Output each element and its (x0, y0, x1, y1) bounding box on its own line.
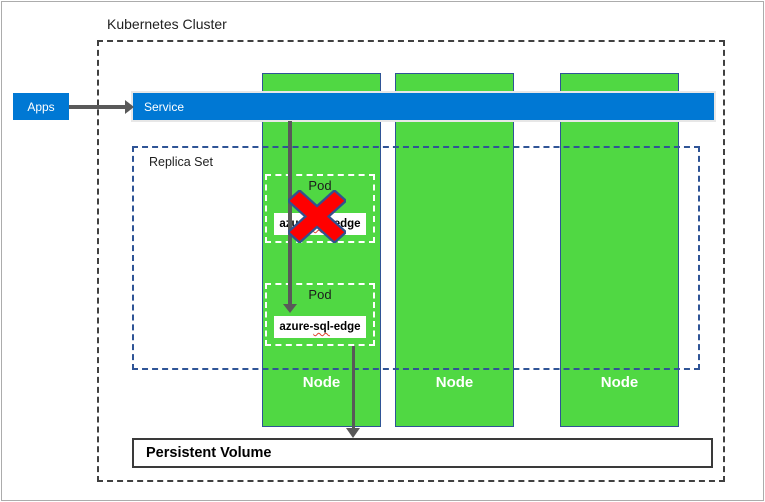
persistent-volume-box: Persistent Volume (132, 438, 713, 468)
persistent-volume-label: Persistent Volume (146, 445, 272, 461)
service-label: Service (144, 99, 185, 114)
arrow-head-down-icon (283, 304, 297, 313)
failed-pod-x-icon (288, 190, 346, 243)
kubernetes-cluster-boundary (97, 40, 725, 482)
container-name-part: azure- (279, 321, 314, 333)
apps-to-service-arrow (69, 100, 134, 114)
node-1-label: Node (302, 374, 341, 391)
arrow-head-right-icon (125, 100, 134, 114)
container-name-part: -edge (329, 321, 361, 333)
node-2-label: Node (435, 374, 474, 391)
cluster-title: Kubernetes Cluster (107, 16, 227, 32)
pod-2-container-badge: azure-sql-edge (274, 316, 366, 338)
service-to-pod-arrow (283, 121, 297, 313)
replica-set-label: Replica Set (149, 155, 213, 169)
arrow-head-down-icon (346, 428, 360, 438)
pod-2-label: Pod (308, 287, 332, 302)
node-3-label: Node (600, 374, 639, 391)
apps-box: Apps (13, 93, 69, 120)
service-bar: Service (133, 93, 714, 120)
pod-to-volume-arrow (346, 346, 360, 438)
pod-1-label: Pod (308, 178, 332, 193)
container-name-misspelled-part: sql (313, 321, 330, 333)
replica-set-boundary: Replica Set (132, 146, 700, 370)
pod-2-boundary: Pod azure-sql-edge (265, 283, 375, 346)
apps-label: Apps (27, 99, 55, 114)
